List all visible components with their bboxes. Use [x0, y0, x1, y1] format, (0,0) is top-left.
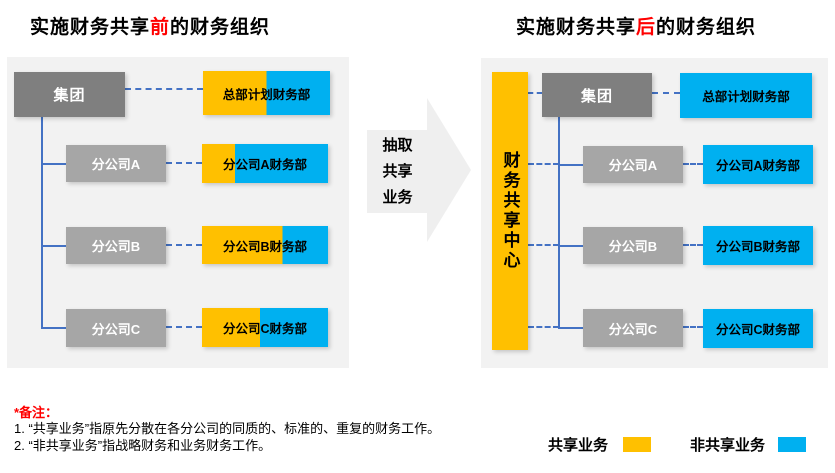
- right-dash-bar-b: [528, 244, 559, 246]
- right-dash-bar-group: [528, 92, 542, 94]
- left-branch-line-a: [41, 163, 66, 165]
- right-title-post: 的财务组织: [656, 17, 757, 38]
- shared-service-center-label: 财务共享中心: [500, 151, 520, 271]
- left-dept-box-b: 分公司B财务部: [202, 226, 328, 264]
- note-line-1: 1. “共享业务”指原先分散在各分公司的同质的、标准的、重复的财务工作。: [14, 421, 441, 436]
- transform-arrow-body: [367, 130, 428, 213]
- left-company-label-c: 分公司C: [91, 321, 141, 337]
- right-company-label-a: 分公司A: [608, 158, 658, 173]
- left-company-label-a: 分公司A: [91, 157, 141, 172]
- left-tree-trunk: [41, 117, 43, 328]
- right-dept-box-a: 分公司A财务部: [703, 145, 813, 184]
- left-title: 实施财务共享前的财务组织: [30, 12, 270, 39]
- right-dept-label-hq: 总部计划财务部: [702, 90, 790, 104]
- right-branch-line-c: [558, 327, 583, 329]
- left-title-pre: 实施财务共享: [30, 17, 151, 38]
- left-company-box-a: 分公司A: [66, 145, 166, 182]
- right-company-label-b: 分公司B: [608, 239, 658, 254]
- right-branch-line-b: [558, 245, 583, 247]
- legend-swatch-shared: [623, 437, 651, 452]
- left-company-box-c: 分公司C: [66, 309, 166, 347]
- right-dash-group-hq: [652, 92, 680, 94]
- right-dash-b: [683, 244, 703, 246]
- right-dash-bar-a: [528, 163, 559, 165]
- right-title-pre: 实施财务共享: [516, 17, 637, 38]
- left-dept-box-c: 分公司C财务部: [202, 308, 328, 347]
- left-dept-label-c: 分公司C财务部: [222, 322, 308, 336]
- note-line-2: 2. “非共享业务”指战略财务和业务财务工作。: [14, 438, 272, 453]
- right-dept-box-b: 分公司B财务部: [703, 226, 813, 265]
- left-branch-line-c: [41, 327, 66, 329]
- right-company-box-b: 分公司B: [583, 227, 683, 264]
- transform-arrow-label: 抽取 共享 业务: [382, 137, 413, 206]
- right-title-highlight: 后: [636, 17, 657, 38]
- left-dash-c: [166, 326, 202, 328]
- right-company-box-a: 分公司A: [583, 146, 683, 183]
- left-dash-group-hq: [125, 88, 203, 90]
- left-dept-box-hq: 总部计划财务部: [203, 71, 330, 115]
- right-dept-label-b: 分公司B财务部: [715, 240, 801, 254]
- left-dept-label-b: 分公司B财务部: [222, 239, 308, 254]
- left-branch-line-b: [41, 245, 66, 247]
- legend-label-nonshared: 非共享业务: [690, 437, 766, 454]
- left-title-highlight: 前: [150, 17, 171, 38]
- right-dept-label-c: 分公司C财务部: [715, 323, 801, 337]
- right-company-box-c: 分公司C: [583, 309, 683, 347]
- left-title-post: 的财务组织: [170, 17, 271, 38]
- left-dept-box-a: 分公司A财务部: [202, 144, 328, 183]
- right-dash-bar-c: [528, 326, 559, 328]
- transform-arrow-head-icon: [427, 98, 471, 242]
- right-dash-a: [683, 163, 703, 165]
- right-dash-c: [683, 326, 703, 328]
- left-dash-b: [166, 244, 202, 246]
- left-group-box: 集团: [14, 72, 125, 117]
- right-company-label-c: 分公司C: [608, 321, 658, 337]
- left-dept-label-a: 分公司A财务部: [222, 158, 308, 172]
- right-branch-line-a: [558, 164, 583, 166]
- right-group-box: 集团: [542, 73, 652, 117]
- left-company-label-b: 分公司B: [91, 239, 141, 254]
- legend-swatch-nonshared: [778, 437, 806, 452]
- legend-label-shared: 共享业务: [548, 437, 609, 454]
- right-tree-trunk: [558, 117, 560, 329]
- right-dept-box-hq: 总部计划财务部: [680, 73, 812, 118]
- right-group-label: 集团: [580, 87, 613, 105]
- left-group-label: 集团: [53, 87, 86, 104]
- right-dept-label-a: 分公司A财务部: [715, 159, 801, 173]
- left-dash-a: [166, 162, 202, 164]
- notes-header: *备注：: [14, 405, 59, 420]
- shared-service-center-bar: 财务共享中心: [492, 72, 528, 350]
- right-title: 实施财务共享后的财务组织: [516, 12, 756, 39]
- left-dept-label-hq: 总部计划财务部: [222, 87, 311, 102]
- left-company-box-b: 分公司B: [66, 227, 166, 264]
- right-dept-box-c: 分公司C财务部: [703, 309, 813, 348]
